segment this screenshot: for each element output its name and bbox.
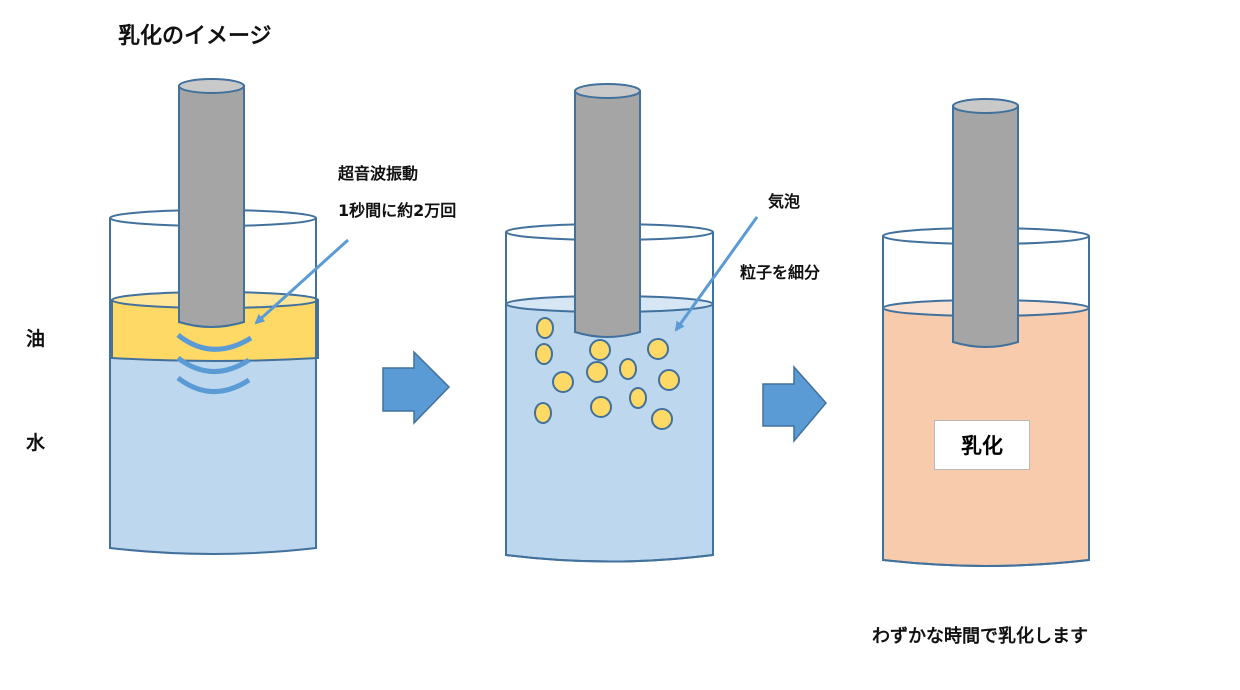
ultrasonic-wave xyxy=(176,375,251,394)
oil-bubble xyxy=(619,358,637,380)
probe-3 xyxy=(952,105,1019,348)
oil-bubble xyxy=(658,369,680,391)
next-step-arrow-icon xyxy=(382,350,451,425)
annotation-arrow-1 xyxy=(254,238,350,325)
oil-bubble xyxy=(536,317,554,339)
beaker-2-wall xyxy=(505,232,714,563)
oil-bubble xyxy=(535,343,553,365)
oil-label: 油 xyxy=(26,328,46,350)
ultrasonic-label: 超音波振動 xyxy=(338,164,419,183)
oil-bubble xyxy=(629,387,647,409)
next-step-arrow-icon xyxy=(762,365,827,444)
beaker-3 xyxy=(882,98,1090,567)
water-layer xyxy=(110,358,316,554)
oil-bubble xyxy=(589,339,611,361)
emulsion-label-box: 乳化 xyxy=(934,420,1030,470)
oil-bubble xyxy=(552,371,574,393)
emulsion-label: 乳化 xyxy=(961,434,1003,458)
beaker-3-wall xyxy=(882,236,1090,567)
water-layer xyxy=(505,303,714,563)
frequency-label: 1秒間に約2万回 xyxy=(338,201,457,220)
water-label: 水 xyxy=(26,432,46,454)
oil-bubble xyxy=(647,338,669,360)
ultrasonic-wave xyxy=(176,355,251,374)
probe-1 xyxy=(178,85,245,328)
oil-bubble xyxy=(590,396,612,418)
oil-bubble xyxy=(534,402,552,424)
particle-split-label: 粒子を細分 xyxy=(740,263,821,282)
oil-bubble xyxy=(651,408,673,430)
probe-2 xyxy=(574,90,641,338)
bubble-label: 気泡 xyxy=(768,192,801,211)
beaker-1 xyxy=(109,78,350,555)
oil-bubble xyxy=(586,361,608,383)
ultrasonic-wave xyxy=(176,333,253,352)
beaker-1-wall xyxy=(109,218,317,555)
probe-3-top xyxy=(952,98,1019,114)
annotation-arrow-2 xyxy=(674,216,759,332)
result-caption: わずかな時間で乳化します xyxy=(872,626,1088,647)
probe-2-top xyxy=(574,83,641,99)
beaker-2 xyxy=(505,83,759,563)
probe-1-top xyxy=(178,78,245,94)
page-title: 乳化のイメージ xyxy=(118,24,272,49)
